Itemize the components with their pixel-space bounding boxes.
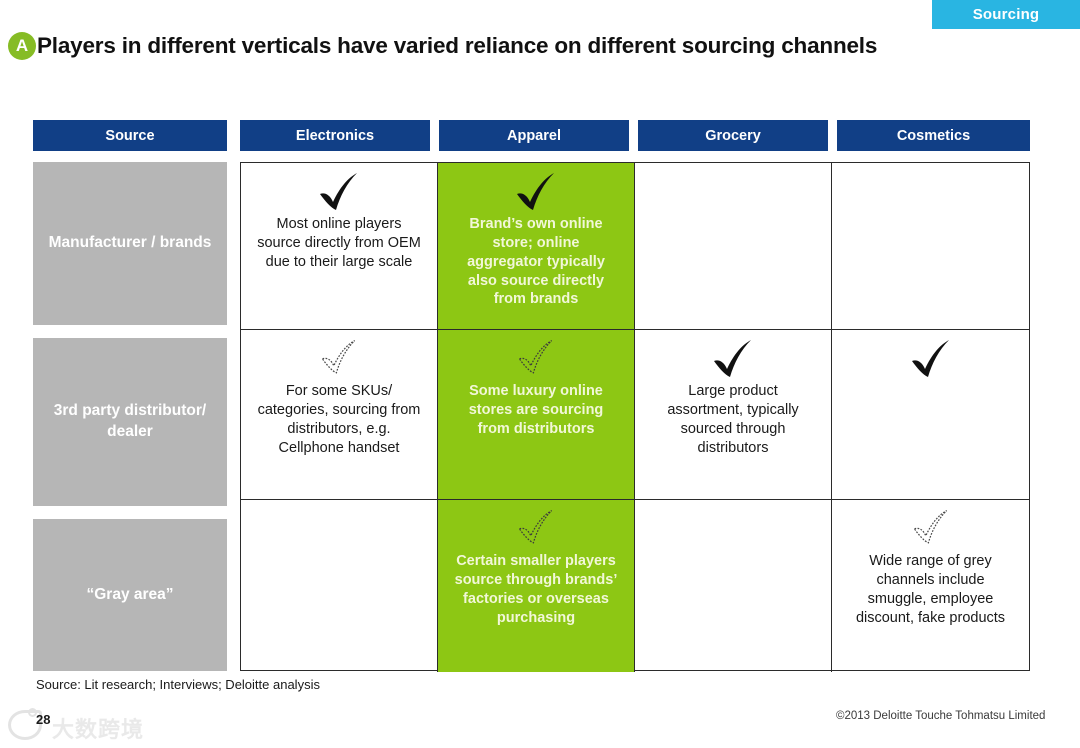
watermark-text: 大数跨境: [52, 718, 145, 743]
cell-text: Large product assortment, typically sour…: [667, 383, 799, 456]
column-header-apparel: Apparel: [439, 120, 629, 151]
section-tab-label: Sourcing: [972, 6, 1040, 23]
row-label-gray-area-text: “Gray area”: [86, 585, 174, 603]
cell-distributor-grocery[interactable]: Large product assortment, typically sour…: [635, 330, 832, 500]
cell-distributor-electronics[interactable]: For some SKUs/ categories, sourcing from…: [241, 330, 438, 500]
checkmark-outline-icon: [448, 510, 624, 552]
checkmark-outline-icon: [842, 510, 1019, 552]
column-header-source-label: Source: [105, 127, 155, 144]
checkmark-solid-icon: [448, 173, 624, 215]
cell-manufacturer-electronics[interactable]: Most online players source directly from…: [241, 163, 438, 330]
column-header-cosmetics: Cosmetics: [837, 120, 1030, 151]
column-header-source: Source: [33, 120, 227, 151]
checkmark-placeholder: [645, 173, 821, 215]
section-tab-sourcing[interactable]: Sourcing: [932, 0, 1080, 29]
checkmark-placeholder: [645, 510, 821, 552]
cell-text: Some luxury online stores are sourcing f…: [468, 383, 604, 437]
cell-gray-area-electronics[interactable]: [241, 500, 438, 672]
slide-badge-label: A: [15, 36, 29, 55]
cell-distributor-cosmetics[interactable]: [832, 330, 1029, 500]
watermark-logo: 大数跨境: [6, 706, 196, 746]
checkmark-placeholder: [251, 510, 427, 552]
cell-text: Wide range of grey channels include smug…: [855, 553, 1006, 626]
checkmark-outline-icon: [251, 340, 427, 382]
cell-manufacturer-apparel[interactable]: Brand’s own online store; online aggrega…: [438, 163, 635, 330]
cell-gray-area-apparel[interactable]: Certain smaller players source through b…: [438, 500, 635, 672]
page-number: 28: [36, 712, 51, 727]
cell-text: Most online players source directly from…: [257, 216, 421, 270]
cell-text: Brand’s own online store; online aggrega…: [467, 216, 605, 308]
column-header-cosmetics-label: Cosmetics: [896, 127, 971, 144]
cell-manufacturer-cosmetics[interactable]: [832, 163, 1029, 330]
watermark-mark-icon: [8, 710, 42, 740]
cell-gray-area-cosmetics[interactable]: Wide range of grey channels include smug…: [832, 500, 1029, 672]
column-header-grocery-label: Grocery: [705, 127, 761, 144]
table-header-row: Source Electronics Apparel Grocery Cosme…: [33, 120, 1030, 151]
page-title-row: A Players in different verticals have va…: [8, 30, 877, 62]
cell-text: Certain smaller players source through b…: [454, 553, 618, 626]
checkmark-solid-icon: [251, 173, 427, 215]
watermark-dot-icon: [28, 708, 37, 717]
checkmark-solid-icon: [645, 340, 821, 382]
copyright-note: ©2013 Deloitte Touche Tohmatsu Limited: [836, 710, 1046, 722]
row-label-manufacturer-brands-text: Manufacturer / brands: [48, 234, 212, 252]
checkmark-outline-icon: [448, 340, 624, 382]
row-label-column: Manufacturer / brands 3rd party distribu…: [33, 162, 227, 671]
page-title: Players in different verticals have vari…: [37, 33, 878, 58]
matrix-grid: Most online players source directly from…: [240, 162, 1030, 672]
sourcing-matrix: Source Electronics Apparel Grocery Cosme…: [33, 120, 1030, 672]
table-body: Manufacturer / brands 3rd party distribu…: [33, 162, 1030, 672]
column-header-electronics-label: Electronics: [295, 127, 375, 144]
row-label-third-party-distributor-text: 3rd party distributor/ dealer: [53, 402, 207, 440]
column-header-grocery: Grocery: [638, 120, 828, 151]
cell-gray-area-grocery[interactable]: [635, 500, 832, 672]
cell-distributor-apparel[interactable]: Some luxury online stores are sourcing f…: [438, 330, 635, 500]
row-label-third-party-distributor: 3rd party distributor/ dealer: [33, 338, 227, 506]
source-note: Source: Lit research; Interviews; Deloit…: [36, 677, 320, 692]
checkmark-solid-icon: [842, 340, 1019, 382]
cell-text: For some SKUs/ categories, sourcing from…: [257, 383, 421, 456]
row-label-manufacturer-brands: Manufacturer / brands: [33, 162, 227, 325]
checkmark-placeholder: [842, 173, 1019, 215]
cell-manufacturer-grocery[interactable]: [635, 163, 832, 330]
column-header-apparel-label: Apparel: [507, 127, 561, 144]
slide-badge-a: A: [8, 32, 36, 60]
row-label-gray-area: “Gray area”: [33, 519, 227, 671]
column-header-electronics: Electronics: [240, 120, 430, 151]
